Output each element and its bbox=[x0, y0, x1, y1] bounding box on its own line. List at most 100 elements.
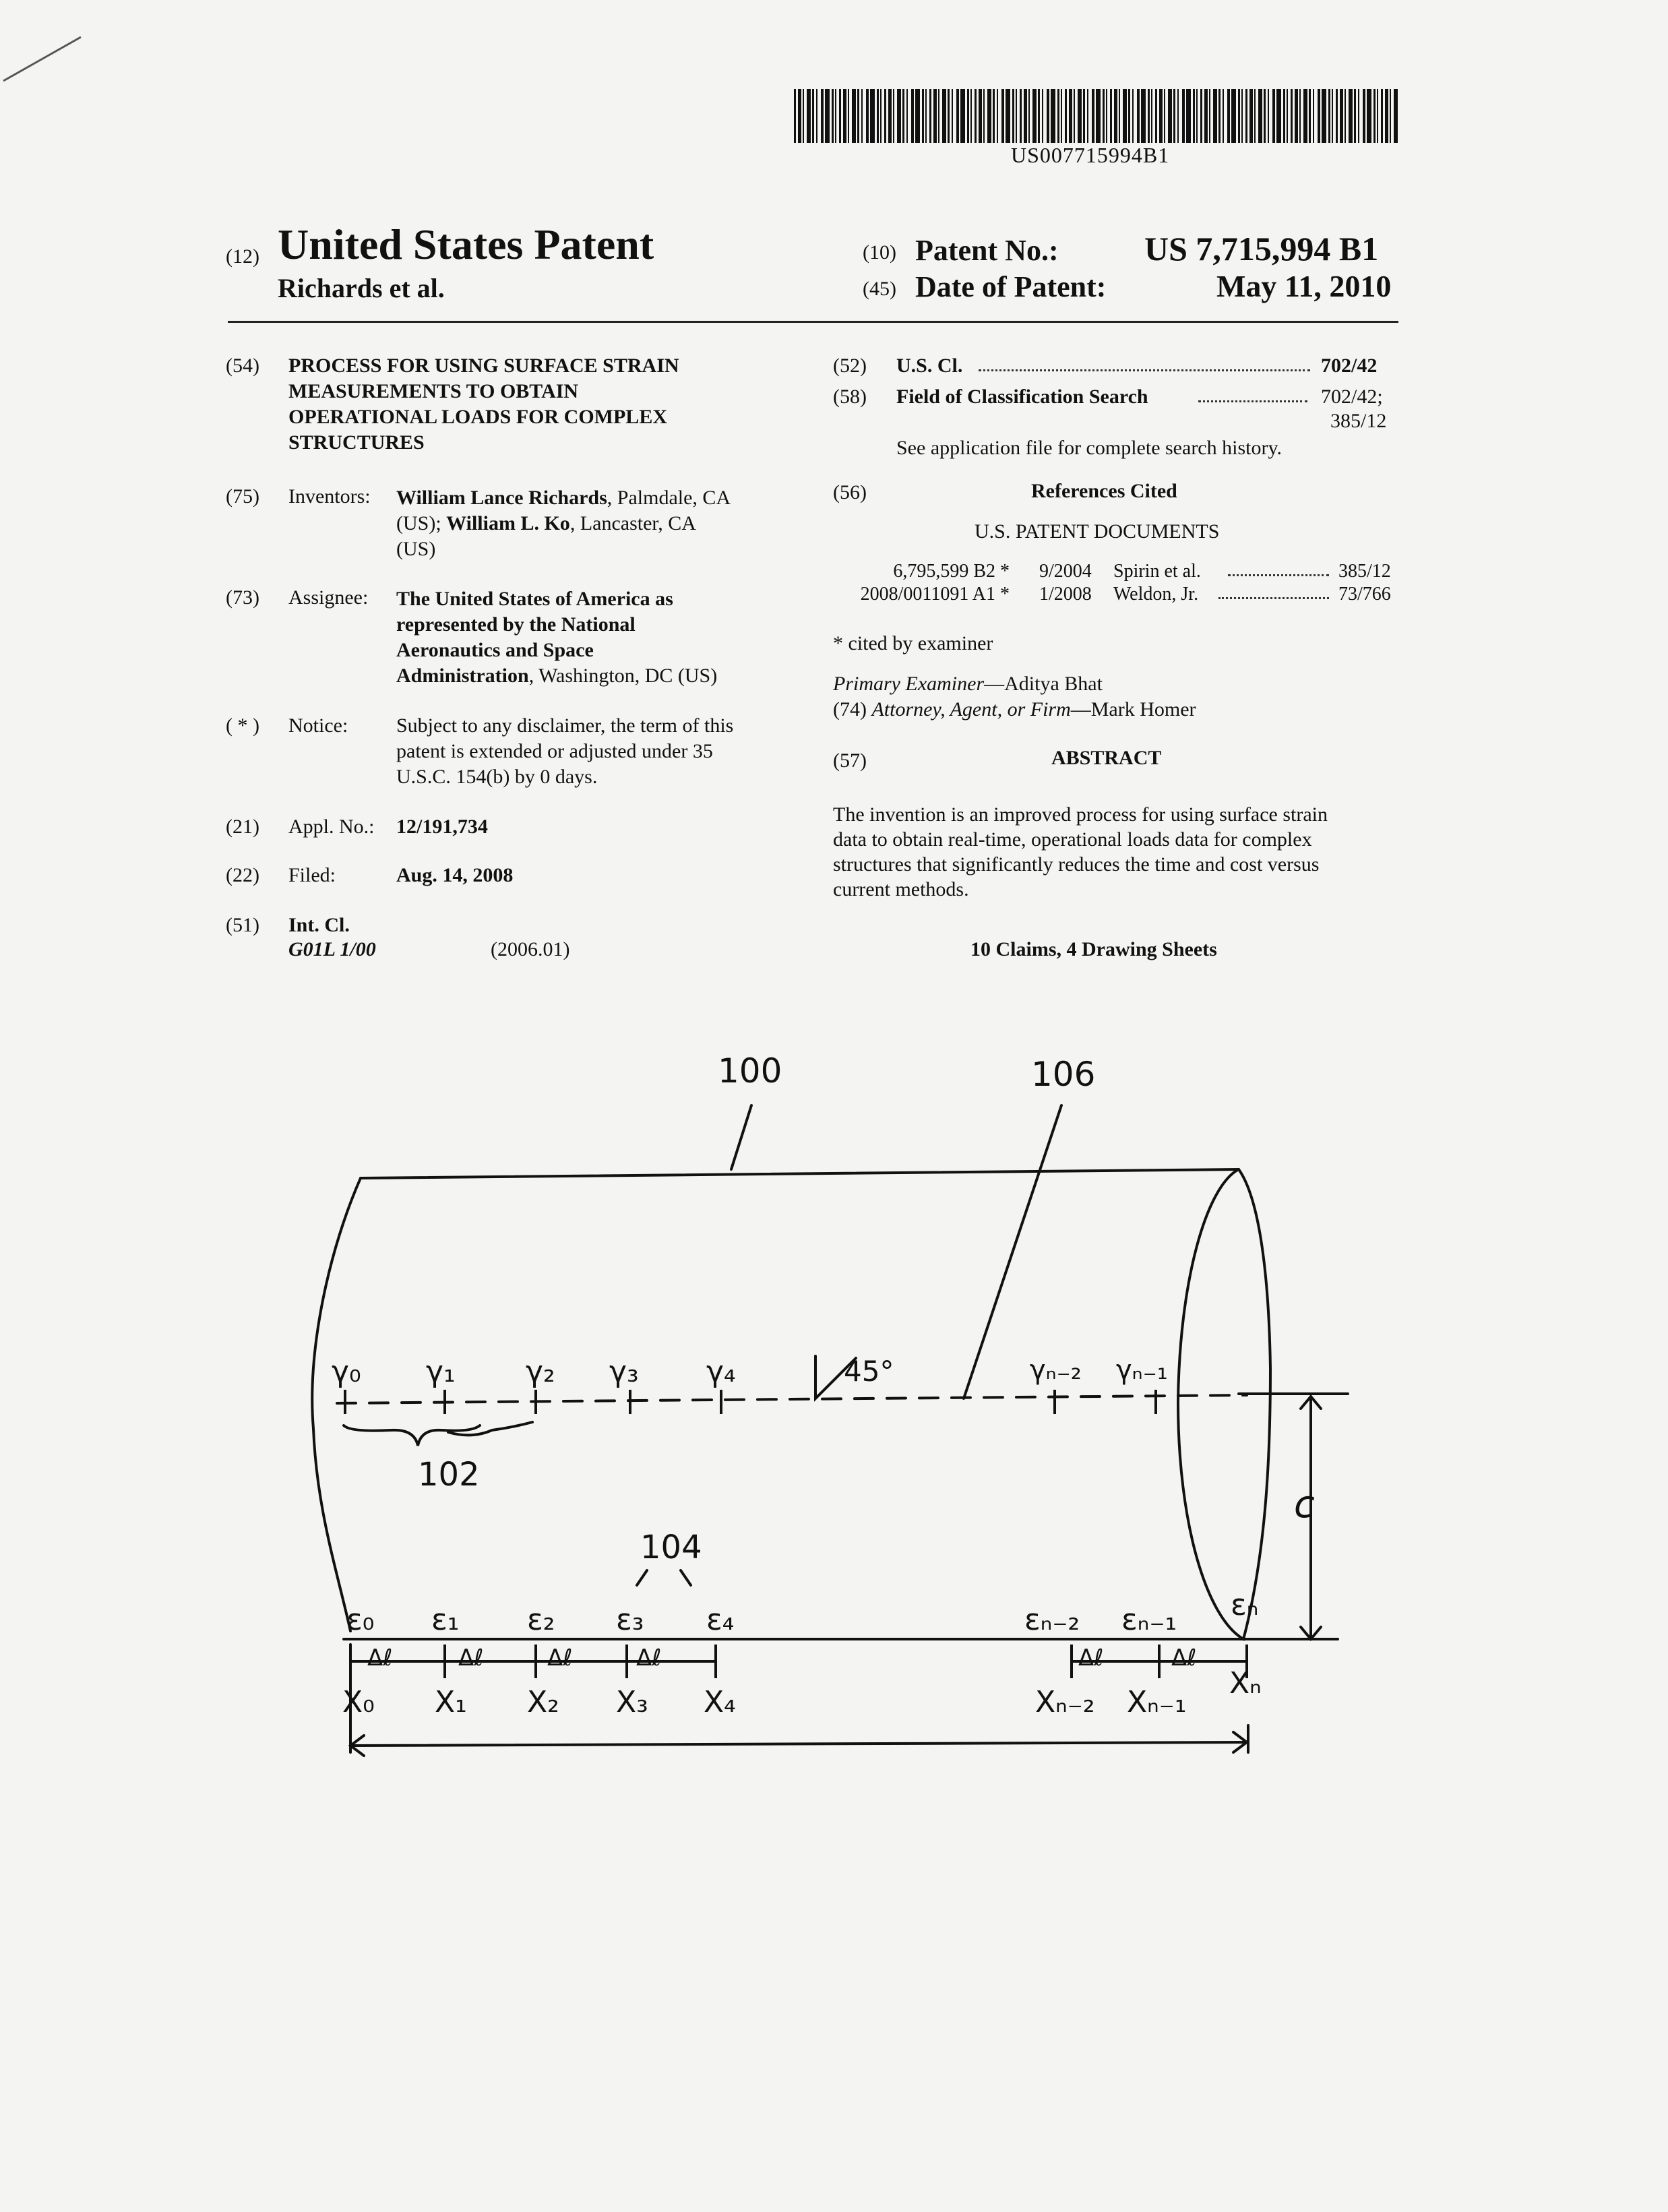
barcode-bar bbox=[1173, 89, 1175, 143]
appl-no: 12/191,734 bbox=[396, 816, 488, 838]
header-rule bbox=[228, 321, 1398, 323]
barcode-bar bbox=[1123, 89, 1127, 143]
field-note: See application file for complete search… bbox=[896, 437, 1283, 459]
barcode-bar bbox=[970, 89, 972, 143]
barcode-bar bbox=[1254, 89, 1256, 143]
barcode-bar bbox=[975, 89, 977, 143]
abstract-line: structures that significantly reduces th… bbox=[833, 853, 1320, 875]
barcode-bar bbox=[1385, 89, 1388, 143]
barcode-bar bbox=[906, 89, 908, 143]
assignee-line: The United States of America as bbox=[396, 588, 673, 610]
barcode-bar bbox=[1006, 89, 1010, 143]
barcode-bar bbox=[1318, 89, 1320, 143]
attorney-name: —Mark Homer bbox=[1070, 698, 1196, 720]
barcode-bar bbox=[866, 89, 869, 143]
barcode-bar bbox=[1332, 89, 1333, 143]
barcode-bar bbox=[1177, 89, 1179, 143]
barcode-bar bbox=[821, 89, 824, 143]
barcode-bar bbox=[1047, 89, 1049, 143]
x-position-label: Xₙ bbox=[1229, 1666, 1262, 1700]
barcode-bar bbox=[983, 89, 985, 143]
barcode-bar bbox=[1231, 89, 1236, 143]
intcl-year: (2006.01) bbox=[491, 938, 570, 960]
abstract-line: current methods. bbox=[833, 878, 969, 900]
barcode-bar bbox=[832, 89, 834, 143]
ref-106-label: 106 bbox=[1031, 1055, 1096, 1094]
barcode-bar bbox=[1249, 89, 1253, 143]
barcode-bar bbox=[925, 89, 927, 143]
epsilon-label: ε₄ bbox=[706, 1603, 735, 1637]
barcode-bar bbox=[1245, 89, 1247, 143]
reference-number: 2008/0011091 A1 * bbox=[860, 584, 1010, 605]
gamma-label: γ₀ bbox=[332, 1355, 361, 1389]
assignee-code: (73) bbox=[226, 586, 259, 609]
barcode-bar bbox=[942, 89, 946, 143]
title-line: PROCESS FOR USING SURFACE STRAIN bbox=[288, 355, 679, 377]
barcode-bar bbox=[1110, 89, 1112, 143]
barcode-bar bbox=[1299, 89, 1301, 143]
barcode-bar bbox=[1193, 89, 1195, 143]
x-position-label: X₂ bbox=[527, 1685, 559, 1719]
barcode-bar bbox=[993, 89, 995, 143]
assignee-line: Aeronautics and Space bbox=[396, 639, 594, 661]
inventor-country: (US); bbox=[396, 512, 447, 534]
inventor-country: (US) bbox=[396, 538, 436, 560]
barcode-bar bbox=[1051, 89, 1055, 143]
barcode-bar bbox=[956, 89, 959, 143]
barcode-bar bbox=[1367, 89, 1371, 143]
barcode-bar bbox=[967, 89, 969, 143]
leader-dots bbox=[1228, 574, 1329, 576]
barcode-bar bbox=[938, 89, 939, 143]
abstract-line: data to obtain real-time, operational lo… bbox=[833, 828, 1312, 851]
barcode-bar bbox=[1218, 89, 1221, 143]
gamma-label: γₙ₋₂ bbox=[1030, 1355, 1082, 1386]
barcode-bar bbox=[1322, 89, 1326, 143]
x-position-label: X₄ bbox=[704, 1685, 736, 1719]
barcode-bar bbox=[1012, 89, 1014, 143]
barcode-bar bbox=[1114, 89, 1117, 143]
barcode-bar bbox=[848, 89, 849, 143]
barcode-bar bbox=[1354, 89, 1356, 143]
barcode-bar bbox=[1196, 89, 1198, 143]
barcode-bar bbox=[1223, 89, 1224, 143]
refs-title: References Cited bbox=[1031, 480, 1177, 502]
barcode-bar bbox=[979, 89, 982, 143]
barcode-bar bbox=[1390, 89, 1391, 143]
barcode-bar bbox=[1258, 89, 1262, 143]
title-line: MEASUREMENTS TO OBTAIN bbox=[288, 380, 579, 402]
reference-number: 6,795,599 B2 * bbox=[893, 561, 1010, 582]
notice-line: patent is extended or adjusted under 35 bbox=[396, 740, 713, 762]
uscl-value: 702/42 bbox=[1321, 355, 1378, 377]
barcode-bar bbox=[1264, 89, 1266, 143]
notice-line: U.S.C. 154(b) by 0 days. bbox=[396, 766, 598, 788]
barcode-bar bbox=[1295, 89, 1298, 143]
ref-104-label: 104 bbox=[640, 1529, 702, 1566]
corner-mark bbox=[3, 36, 82, 82]
barcode-bar bbox=[825, 89, 830, 143]
delta-label: Δℓ bbox=[547, 1645, 573, 1671]
notice-text: Subject to any disclaimer, the term of t… bbox=[396, 713, 787, 790]
barcode-bar bbox=[1155, 89, 1157, 143]
appl-label: Appl. No.: bbox=[288, 816, 375, 838]
barcode-bar bbox=[929, 89, 931, 143]
barcode-bar bbox=[1087, 89, 1088, 143]
barcode-bar bbox=[933, 89, 937, 143]
delta-label: Δℓ bbox=[458, 1645, 484, 1671]
barcode-bar bbox=[1164, 89, 1165, 143]
appl-code: (21) bbox=[226, 816, 259, 838]
inventors: William Lance Richards, Palmdale, CA (US… bbox=[396, 485, 731, 562]
cylinder-right-end bbox=[1176, 1168, 1272, 1642]
inventor-location: , Palmdale, CA bbox=[607, 487, 731, 509]
gamma-label: γ₂ bbox=[526, 1355, 555, 1389]
barcode-bar bbox=[1283, 89, 1285, 143]
cylinder-left-end bbox=[311, 1177, 362, 1632]
barcode-bar bbox=[807, 89, 811, 143]
field-value: 702/42; bbox=[1321, 386, 1383, 408]
assignee-label: Assignee: bbox=[288, 586, 369, 609]
patent-date: May 11, 2010 bbox=[1216, 269, 1392, 303]
x-position-label: X₁ bbox=[435, 1685, 467, 1719]
radius-arrow-bottom bbox=[1299, 1626, 1322, 1642]
barcode-bar bbox=[915, 89, 920, 143]
barcode-bar bbox=[960, 89, 965, 143]
